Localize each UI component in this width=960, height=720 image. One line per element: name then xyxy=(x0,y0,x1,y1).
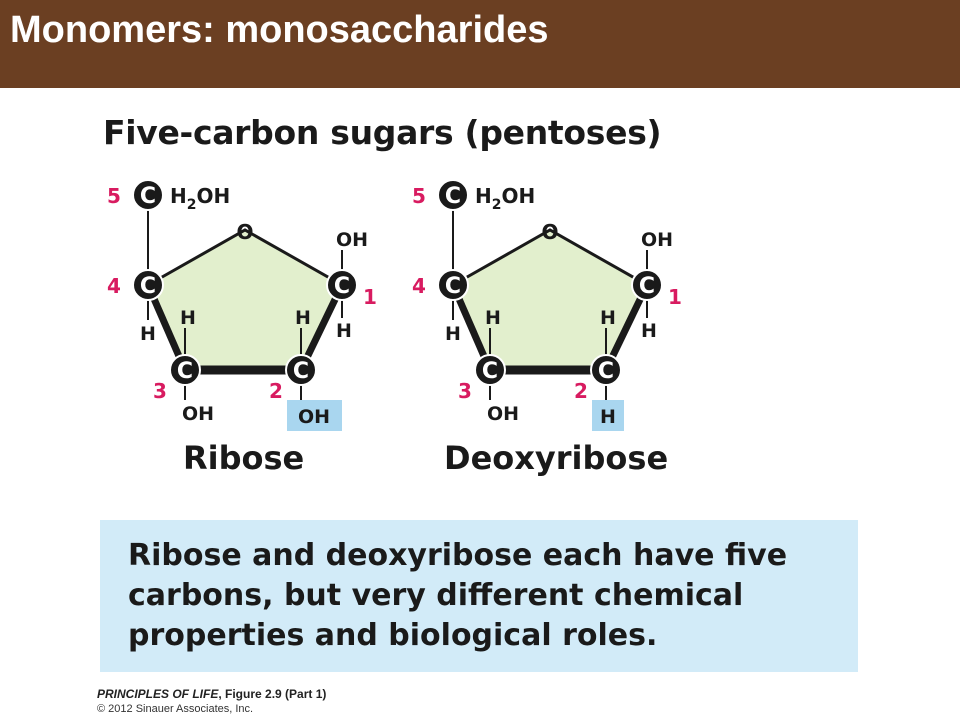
ribose-c4-number: 4 xyxy=(107,274,121,298)
ribose-c1-circle xyxy=(326,269,358,301)
ribose-c4-circle xyxy=(132,269,164,301)
deoxyribose-c1-number: 1 xyxy=(668,285,682,309)
ribose-c1-bottom-group: H xyxy=(336,320,352,342)
ribose-c3-number: 3 xyxy=(153,379,167,403)
ribose-c2-top-group: H xyxy=(295,307,311,329)
figure-reference: , Figure 2.9 (Part 1) xyxy=(218,687,327,701)
ribose-c2-number: 2 xyxy=(269,379,283,403)
pentose-structures-diagram: C C C C C O H2OH OH H H H OH H OH 5 4 1 … xyxy=(107,179,682,431)
ribose-c3-atom: C xyxy=(177,359,193,384)
deoxyribose-c2-bottom-group: H xyxy=(600,406,616,428)
deoxyribose-c2-circle xyxy=(590,354,622,386)
summary-line-1: Ribose and deoxyribose each have five xyxy=(128,538,788,573)
deoxyribose-c4-circle xyxy=(437,269,469,301)
deoxyribose-c5-circle xyxy=(437,179,469,211)
deoxyribose-c1-circle xyxy=(631,269,663,301)
deoxyribose-c3-top-group: H xyxy=(485,307,501,329)
deoxyribose-c1-atom: C xyxy=(639,274,655,299)
deoxyribose-c3-circle xyxy=(474,354,506,386)
deoxyribose-caption: Deoxyribose xyxy=(444,439,669,477)
summary-line-3: properties and biological roles. xyxy=(128,618,658,653)
ribose-c4-atom: C xyxy=(140,274,156,299)
deoxyribose-c5-atom: C xyxy=(445,184,461,209)
deoxyribose-c4-number: 4 xyxy=(412,274,426,298)
ribose-c5-number: 5 xyxy=(107,184,121,208)
title-bar: Monomers: monosaccharides xyxy=(0,0,960,88)
summary-line-2: carbons, but very different chemical xyxy=(128,578,744,613)
deoxyribose-c3-atom: C xyxy=(482,359,498,384)
deoxyribose-c2-atom: C xyxy=(598,359,614,384)
ribose-c1-top-group: OH xyxy=(336,229,368,251)
ribose-c2-circle xyxy=(285,354,317,386)
slide-title: Monomers: monosaccharides xyxy=(10,9,549,51)
ribose-c1-atom: C xyxy=(334,274,350,299)
ribose-structure: C C C C C O H2OH OH H H H OH H OH 5 4 1 … xyxy=(107,179,377,431)
ribose-c3-bottom-group: OH xyxy=(182,403,214,425)
ribose-c5-atom: C xyxy=(140,184,156,209)
deoxyribose-c1-bottom-group: H xyxy=(641,320,657,342)
deoxyribose-c2-highlight xyxy=(592,400,624,431)
deoxyribose-ring-oxygen: O xyxy=(541,220,558,244)
ribose-c2-highlight xyxy=(287,400,342,431)
deoxyribose-c4-bottom-group: H xyxy=(445,323,461,345)
ribose-c5-circle xyxy=(132,179,164,211)
ribose-c2-bottom-group: OH xyxy=(298,406,330,428)
deoxyribose-c5-number: 5 xyxy=(412,184,426,208)
ribose-c4-bottom-group: H xyxy=(140,323,156,345)
deoxyribose-c3-bottom-group: OH xyxy=(487,403,519,425)
deoxyribose-c4-atom: C xyxy=(445,274,461,299)
copyright-notice: © 2012 Sinauer Associates, Inc. xyxy=(97,703,254,715)
deoxyribose-c5-group: H2OH xyxy=(475,184,535,213)
ribose-c3-circle xyxy=(169,354,201,386)
ribose-c3-top-group: H xyxy=(180,307,196,329)
figure-credit: PRINCIPLES OF LIFE, Figure 2.9 (Part 1) xyxy=(97,687,326,701)
summary-box: Ribose and deoxyribose each have five ca… xyxy=(100,520,858,672)
deoxyribose-c2-top-group: H xyxy=(600,307,616,329)
ribose-c1-number: 1 xyxy=(363,285,377,309)
deoxyribose-c1-top-group: OH xyxy=(641,229,673,251)
ribose-ring-oxygen: O xyxy=(236,220,253,244)
section-heading: Five-carbon sugars (pentoses) xyxy=(103,113,662,152)
ribose-c2-atom: C xyxy=(293,359,309,384)
deoxyribose-c3-number: 3 xyxy=(458,379,472,403)
book-title: PRINCIPLES OF LIFE xyxy=(97,687,219,701)
ribose-c5-group: H2OH xyxy=(170,184,230,213)
deoxyribose-c2-number: 2 xyxy=(574,379,588,403)
ribose-caption: Ribose xyxy=(183,439,305,477)
deoxyribose-structure: C C C C C O H2OH OH H H H OH H H 5 4 1 3… xyxy=(412,179,682,431)
